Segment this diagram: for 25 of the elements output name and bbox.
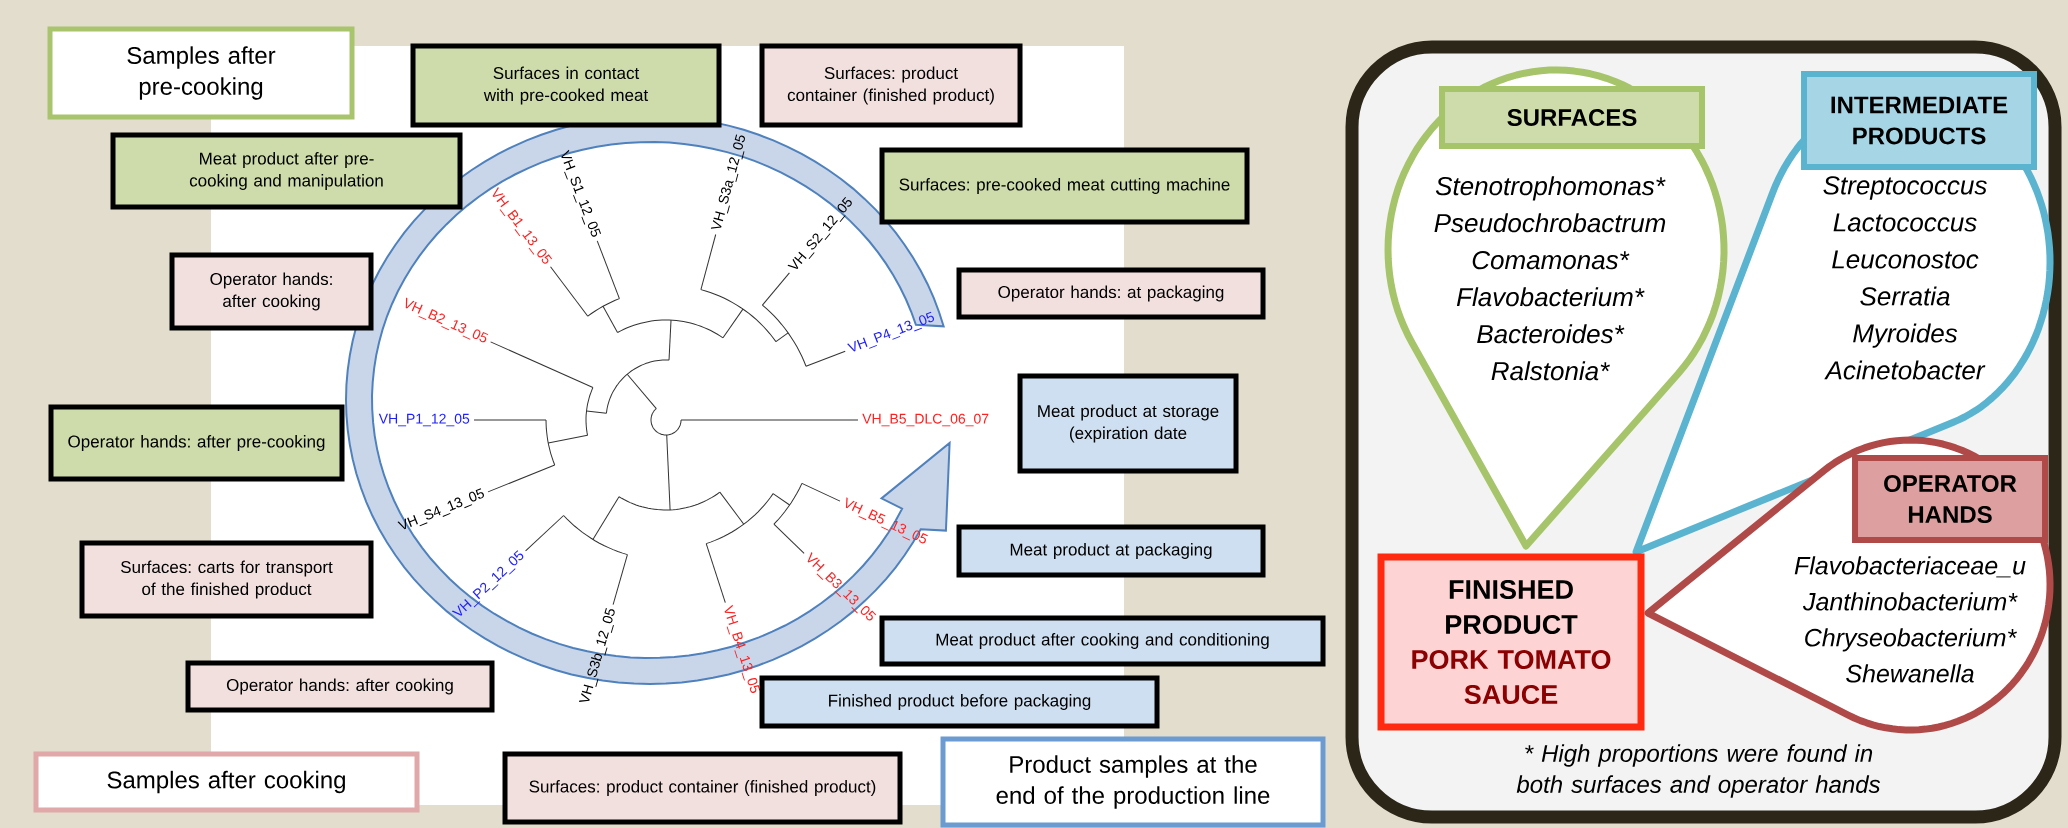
sample-box: Surfaces: pre-cooked meat cutting machine — [879, 147, 1250, 225]
sample-box: Operator hands: at packaging — [956, 267, 1266, 320]
sample-box: Surfaces: product container (finished product) — [759, 43, 1023, 128]
heading-box: Product samples at the end of the production line — [940, 736, 1326, 828]
result-box: FINISHED PRODUCT PORK TOMATO SAUCE — [1377, 553, 1645, 731]
heading-box: Samples after cooking — [33, 751, 420, 813]
teardrop-callout: OPERATOR HANDS Flavobacteriaceae_u Janthinobacterium* Chryseobacterium* Shewanella — [1644, 436, 2054, 734]
heading-box: INTERMEDIATE PRODUCTS — [1801, 71, 2037, 170]
sample-box: Meat product at storage (expiration date — [1017, 373, 1239, 474]
heading-box: Samples after pre-cooking — [47, 26, 355, 120]
sample-box: Operator hands: after pre-cooking — [48, 404, 345, 482]
sample-box: Operator hands: after cooking — [185, 660, 495, 713]
sample-box: Finished product before packaging — [759, 675, 1160, 729]
teardrop-callout: SURFACES Stenotrophomonas* Pseudochrobactrum Comamonas* Flavobacterium* Bacteroides* Ralstonia* — [1384, 66, 1728, 550]
leaf-label: VH_B5_DLC_06_07 — [862, 413, 989, 427]
sample-box: Meat product after pre-cooking and manipulation — [110, 132, 463, 210]
leaf-label: VH_P1_12_05 — [378, 413, 470, 427]
sample-box: Surfaces in contact with pre-cooked meat — [410, 43, 722, 128]
sample-box: Meat product at packaging — [956, 524, 1266, 578]
sample-box: Surfaces: carts for transport of the finished product — [79, 540, 374, 619]
sample-box: Meat product after cooking and conditioning — [879, 615, 1326, 667]
sample-box: Surfaces: product container (finished product) — [502, 751, 903, 825]
sample-box: Operator hands: after cooking — [169, 252, 374, 331]
heading-box: OPERATOR HANDS — [1852, 455, 2048, 543]
heading-box: SURFACES — [1439, 86, 1705, 149]
